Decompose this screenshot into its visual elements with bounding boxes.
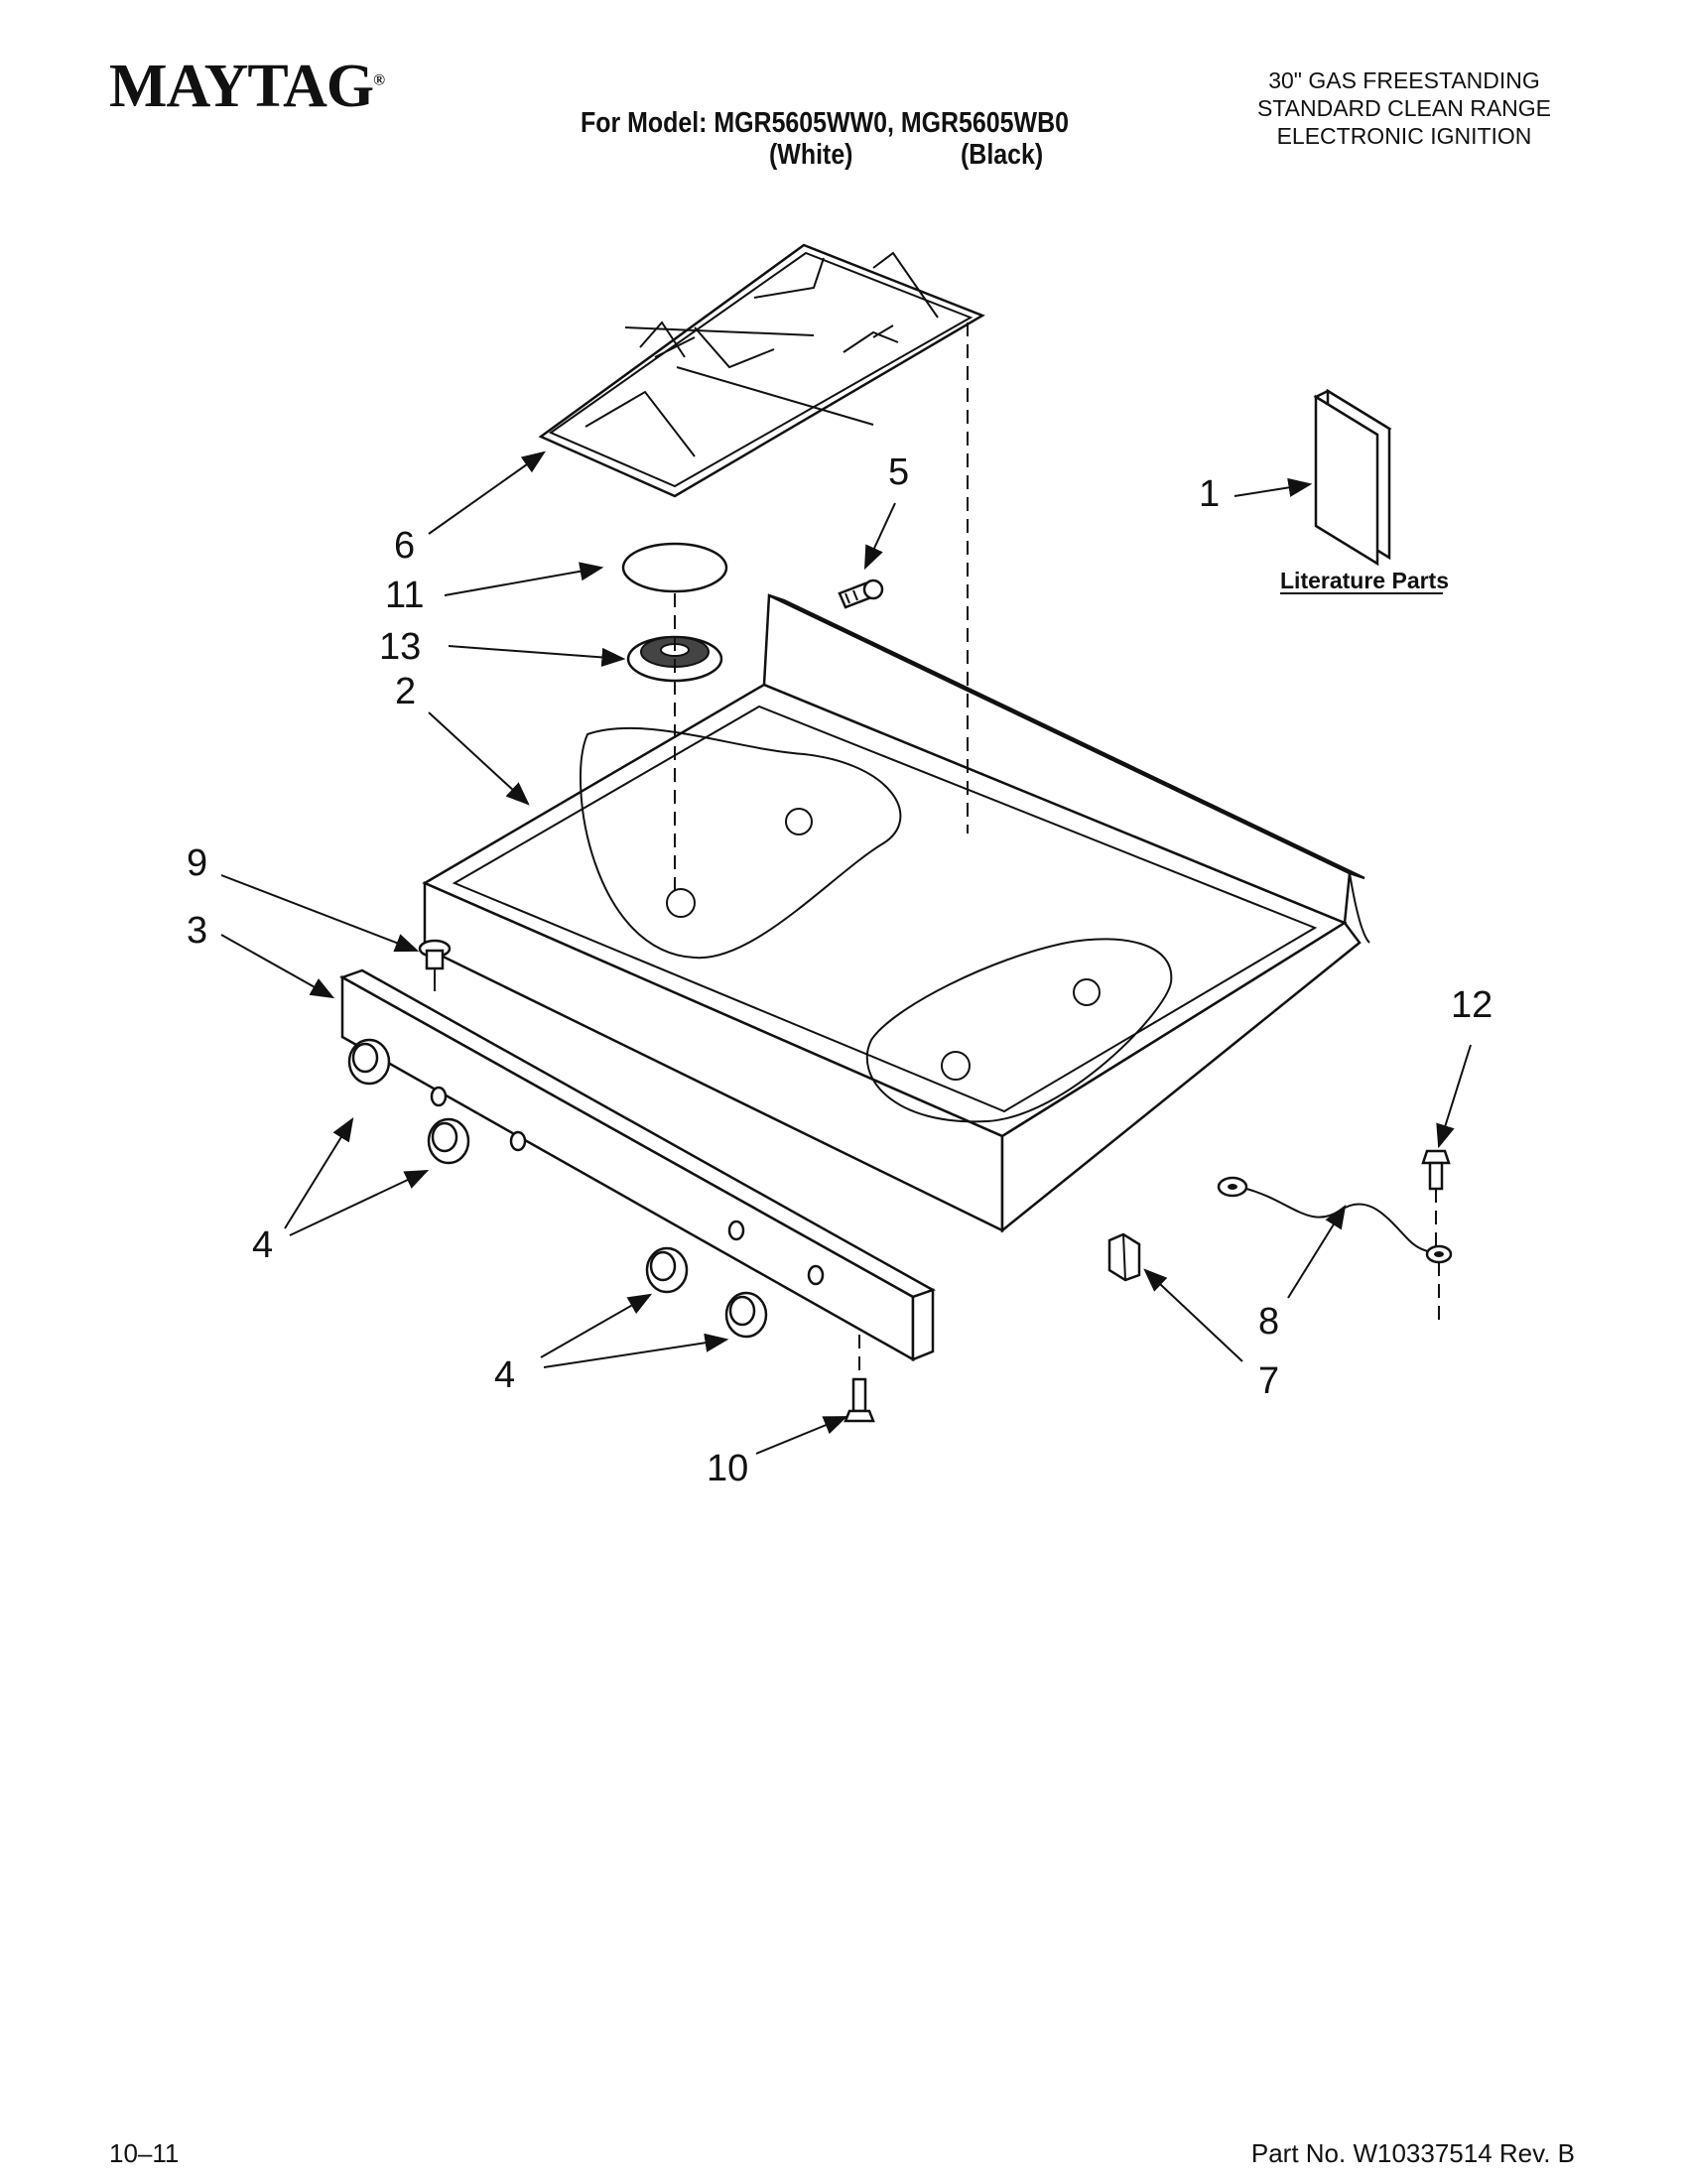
callout-2: 2 [395,671,416,712]
control-knob [645,1246,689,1294]
leader-arrow [863,502,896,571]
color-black-label: (Black) [961,139,1044,171]
date-code: 10–11 [109,2138,180,2168]
literature-parts-label: Literature Parts [1280,568,1449,593]
leader-arrow [448,645,626,667]
callout-11: 11 [385,575,424,616]
callout-1: 1 [1199,473,1220,515]
bracket-7 [1107,1232,1141,1282]
leader-arrow [540,1293,653,1358]
leader-arrow [543,1333,729,1368]
burner-cap [621,542,728,593]
callout-10: 10 [707,1448,748,1489]
spacer-9 [418,939,452,977]
callout-3: 3 [187,910,207,952]
product-line-3: ELECTRONIC IGNITION [1276,123,1532,149]
brand-name: MAYTAG [109,53,374,120]
leader-arrow [289,1169,430,1236]
control-panel [338,968,937,1362]
part-number: Part No. W10337514 Rev. B [1250,2138,1575,2168]
leader-arrow [444,562,604,596]
callout-8: 8 [1258,1301,1279,1343]
control-knob [724,1291,768,1339]
brand-logo: MAYTAG® [109,52,385,122]
callout-5: 5 [888,451,909,493]
leader-arrow [220,934,335,999]
leader-arrow [1287,1204,1347,1299]
registered-mark: ® [373,71,385,89]
callout-12: 12 [1451,984,1493,1026]
callout-4: 4 [494,1354,515,1396]
product-line-2: STANDARD CLEAN RANGE [1256,95,1552,121]
screw-10 [844,1377,875,1423]
screw-5 [838,578,884,609]
cooktop [422,593,1370,1233]
color-white-label: (White) [769,139,853,171]
product-description: 30" GAS FREESTANDING STANDARD CLEAN RANG… [1206,66,1603,150]
callout-7: 7 [1258,1360,1279,1402]
product-line-1: 30" GAS FREESTANDING [1268,67,1540,93]
leader-arrow [284,1116,354,1229]
callout-6: 6 [394,525,415,567]
leader-arrow [428,711,530,806]
leader-arrow [1143,1268,1243,1362]
leader-arrow [1436,1044,1472,1149]
leader-arrow [755,1416,848,1455]
ground-wire [1217,1176,1453,1264]
burner-grate [538,243,985,498]
callout-13: 13 [379,626,421,668]
screw-12 [1421,1149,1451,1191]
leader-arrow [220,874,420,953]
literature-part [1313,388,1392,567]
leader-arrow [428,450,546,535]
control-knob [347,1038,391,1086]
leader-arrow [1234,477,1313,497]
callout-9: 9 [187,842,207,884]
callout-4: 4 [252,1224,273,1266]
model-line: For Model: MGR5605WW0, MGR5605WB0 [581,107,1069,139]
control-knob [427,1117,470,1165]
